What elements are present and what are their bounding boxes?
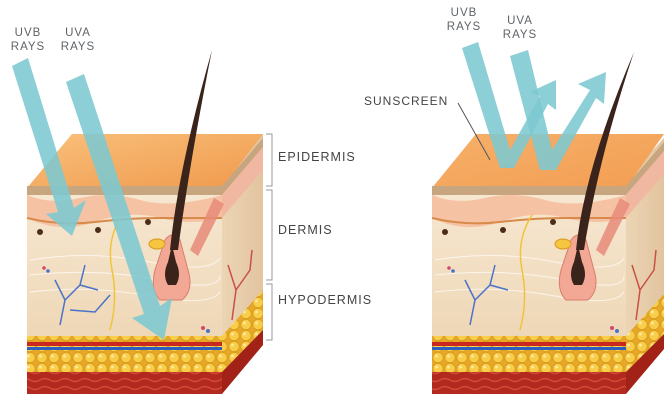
left-muscle-layer <box>27 372 222 394</box>
left-uva-label-line2: RAYS <box>54 40 102 54</box>
right-uva-label-line2: RAYS <box>496 28 544 42</box>
left-uva-label: UVA RAYS <box>54 26 102 54</box>
epidermis-label: EPIDERMIS <box>278 150 356 164</box>
right-uvb-label: UVB RAYS <box>440 6 488 34</box>
left-uvb-label: UVB RAYS <box>4 26 52 54</box>
left-uva-label-line1: UVA <box>54 26 102 40</box>
dermis-label: DERMIS <box>278 223 333 237</box>
right-uvb-label-line2: RAYS <box>440 20 488 34</box>
right-uva-label: UVA RAYS <box>496 14 544 42</box>
left-fat-layer <box>27 336 222 372</box>
right-uvb-label-line1: UVB <box>440 6 488 20</box>
layer-brackets <box>266 134 272 340</box>
hypodermis-label: HYPODERMIS <box>278 293 372 307</box>
sunscreen-label: SUNSCREEN <box>364 94 448 108</box>
left-uvb-label-line1: UVB <box>4 26 52 40</box>
left-uvb-label-line2: RAYS <box>4 40 52 54</box>
right-uva-label-line1: UVA <box>496 14 544 28</box>
